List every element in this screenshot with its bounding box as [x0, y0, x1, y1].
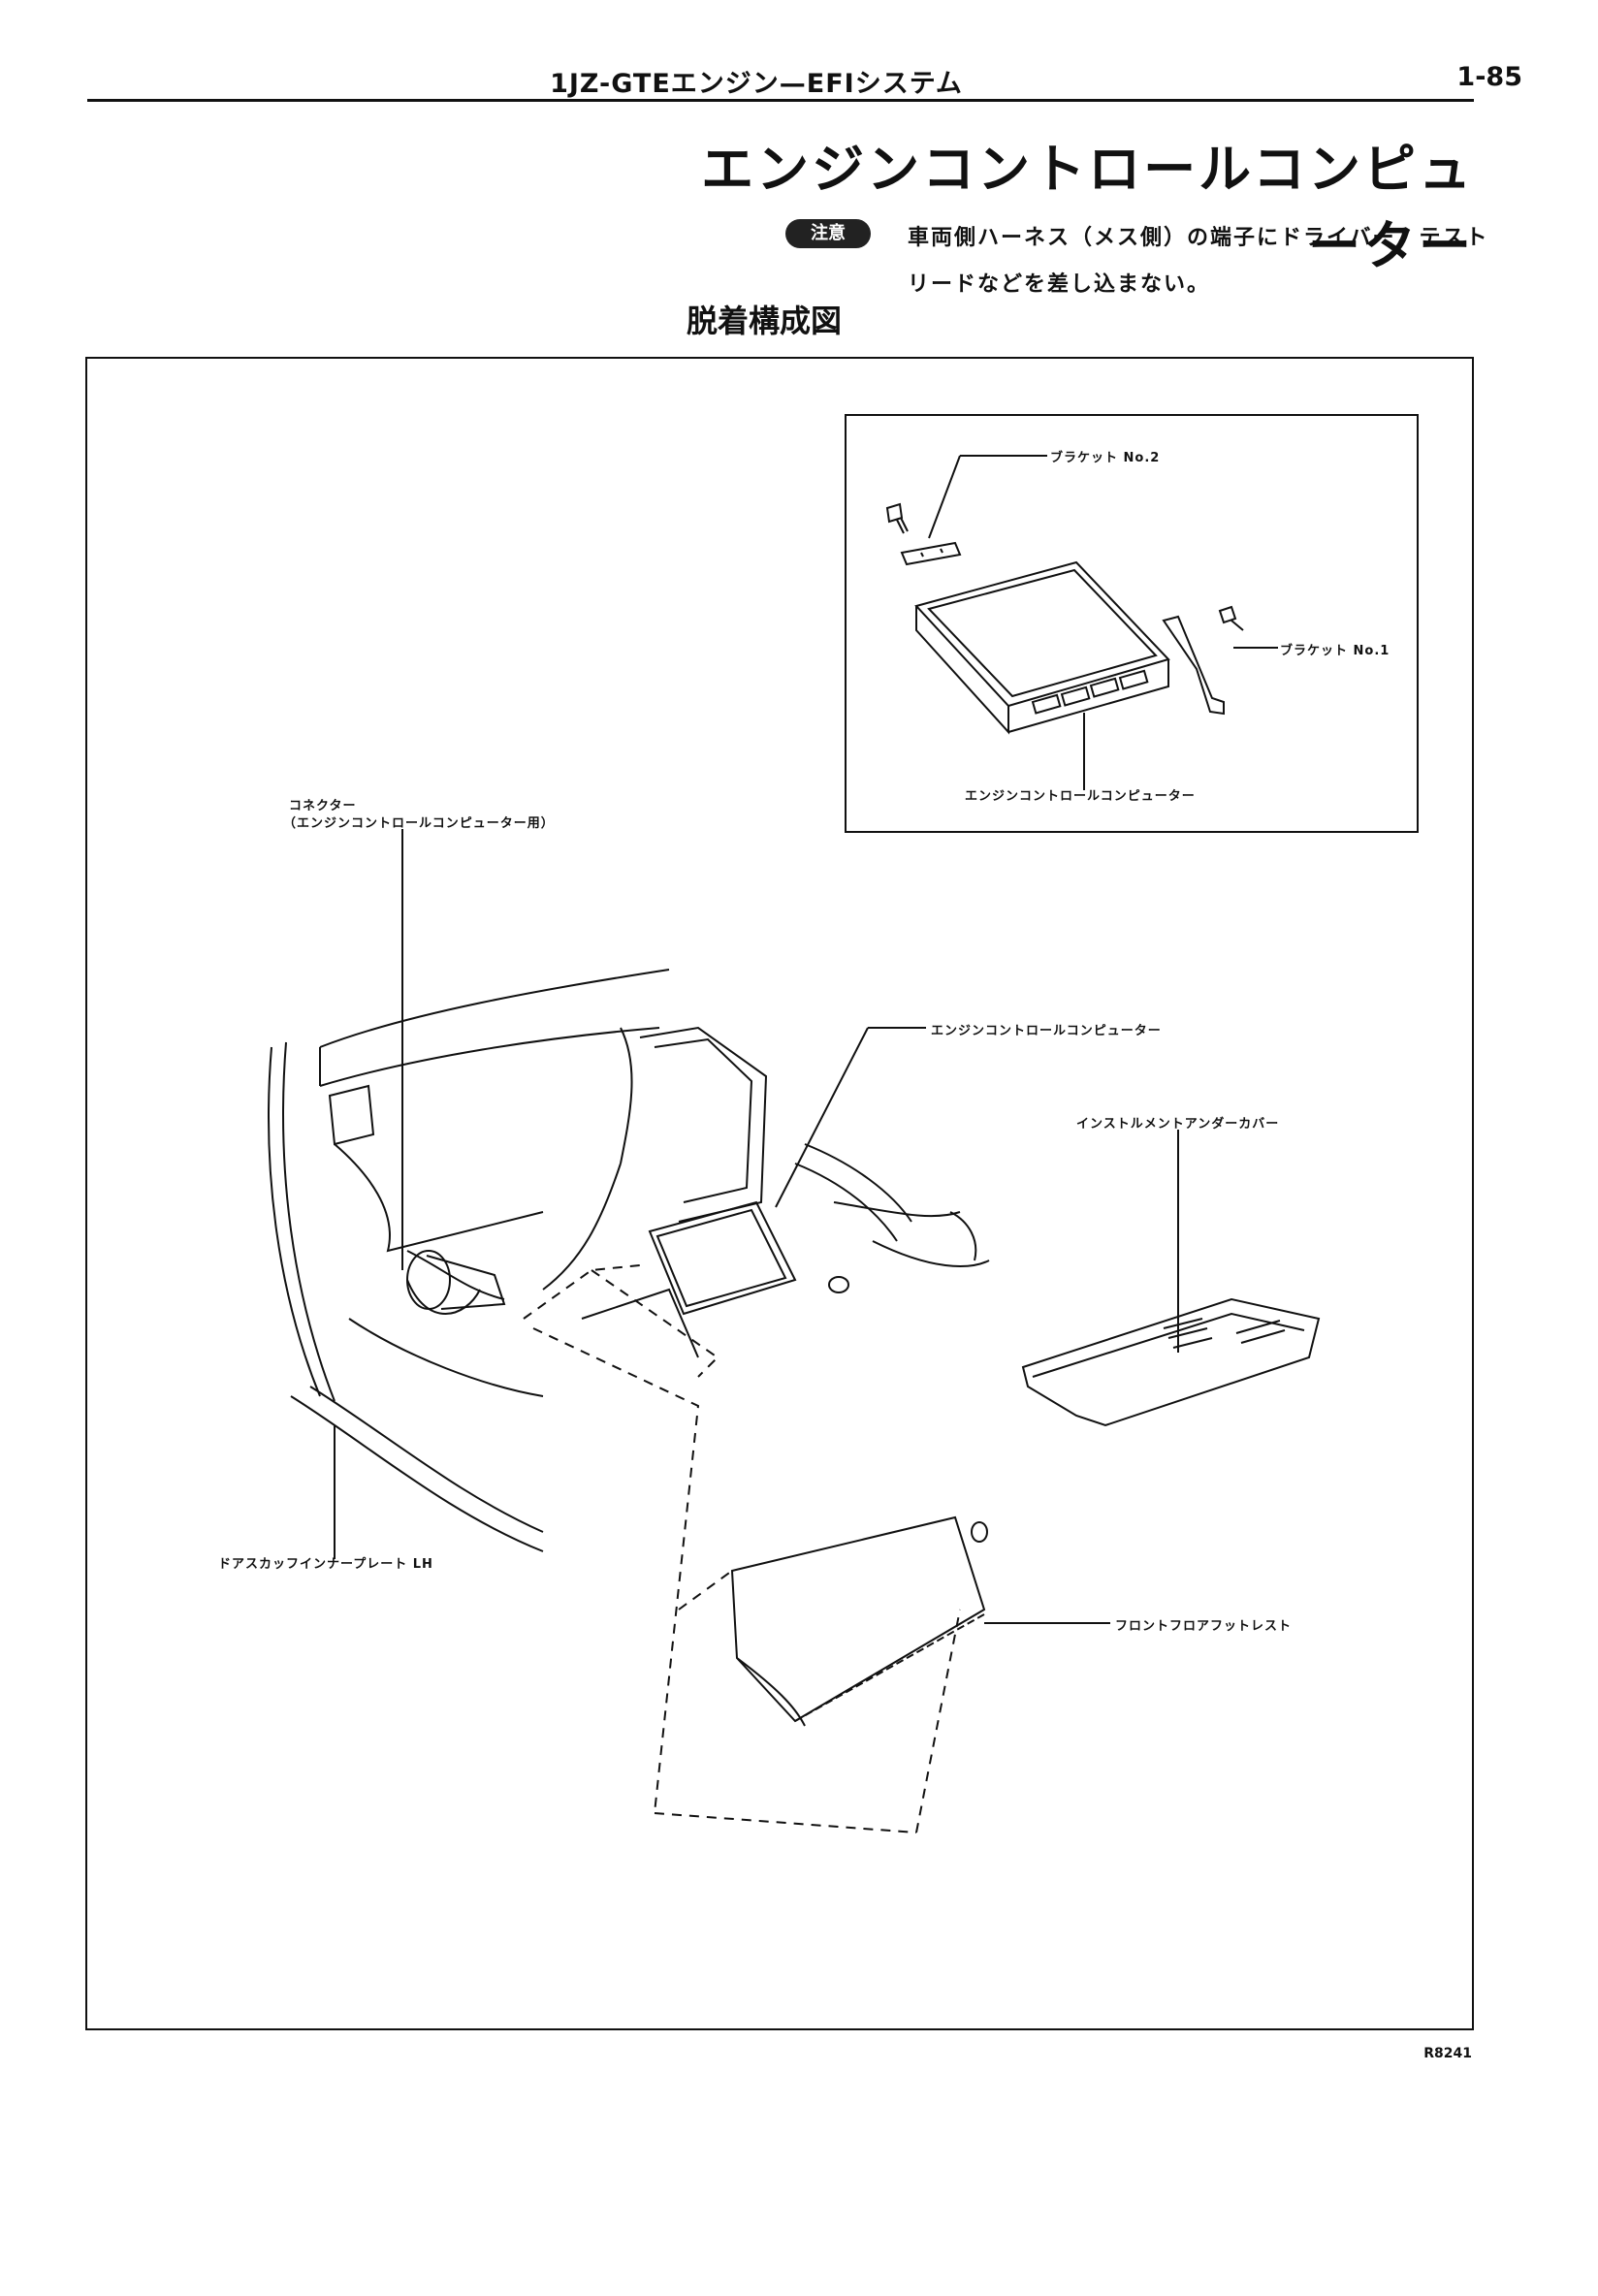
label-ecu-inset: エンジンコントロールコンピューター	[965, 789, 1196, 804]
caution-line-2: リードなどを差し込まない。	[908, 272, 1211, 297]
caution-text: 車両側ハーネス（メス側）の端子にドライバー，テスト リードなどを差し込まない。	[908, 215, 1489, 308]
bracket-no2-drawing	[885, 502, 962, 566]
diagram-frame	[85, 357, 1474, 2030]
header-rule	[87, 99, 1474, 102]
label-ecu-main: エンジンコントロールコンピューター	[931, 1024, 1162, 1038]
assembly-dashed-lines	[523, 1264, 961, 1834]
under-cover-drawing	[1021, 1297, 1321, 1427]
label-bracket-no1: ブラケット No.1	[1280, 644, 1390, 658]
label-connector-line2: （エンジンコントロールコンピューター用）	[283, 816, 555, 831]
label-bracket-no2: ブラケット No.2	[1050, 451, 1161, 465]
label-under-cover: インストルメントアンダーカバー	[1076, 1117, 1280, 1132]
caution-line-1: 車両側ハーネス（メス側）の端子にドライバー，テスト	[908, 226, 1489, 250]
ecu-main-drawing	[648, 1200, 797, 1316]
footrest-drawing	[730, 1515, 988, 1727]
label-footrest: フロントフロアフットレスト	[1115, 1619, 1293, 1634]
dashboard-drawing	[268, 969, 990, 1552]
inset-frame	[845, 414, 1419, 833]
figure-code: R8241	[1423, 2046, 1472, 2061]
label-scuff-plate: ドアスカッフインナープレート LH	[218, 1557, 433, 1572]
ecu-inset-drawing	[914, 560, 1170, 735]
bracket-no1-drawing	[1162, 605, 1244, 716]
diagram-title: 脱着構成図	[687, 303, 843, 339]
caution-badge: 注意	[785, 219, 871, 248]
label-connector-line1: コネクター	[289, 799, 357, 813]
running-header-title: 1JZ-GTEエンジン—EFIシステム	[550, 69, 963, 99]
section-title: エンジンコントロールコンピューター	[701, 139, 1474, 276]
page-number: 1-85	[1456, 62, 1522, 92]
